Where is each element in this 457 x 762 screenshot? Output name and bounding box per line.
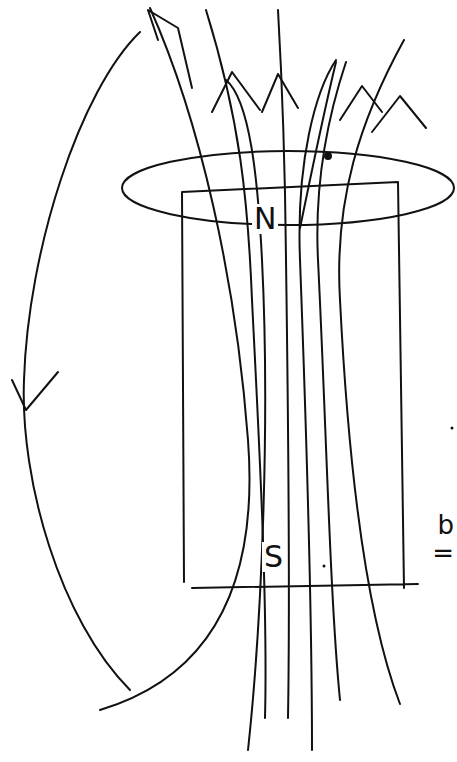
field-line: [299, 60, 336, 750]
field-line: [206, 10, 266, 718]
field-line: [300, 62, 336, 228]
arrow-head: [12, 372, 58, 410]
field-line: [317, 62, 346, 700]
margin-note: =: [432, 540, 454, 566]
arrow-head: [212, 72, 426, 132]
arrow-head: [148, 10, 192, 88]
field-line: [339, 40, 404, 704]
return-field-line: [24, 32, 140, 690]
bar-magnet: NS: [182, 186, 404, 588]
dot: [451, 427, 454, 430]
margin-note: b: [437, 512, 454, 538]
field-line: [278, 10, 289, 718]
field-line: [100, 8, 250, 710]
dot: [324, 152, 332, 160]
pole-label: N: [252, 204, 278, 234]
field-line: [226, 80, 265, 750]
dot: [323, 565, 326, 568]
pole-label: S: [262, 542, 285, 572]
